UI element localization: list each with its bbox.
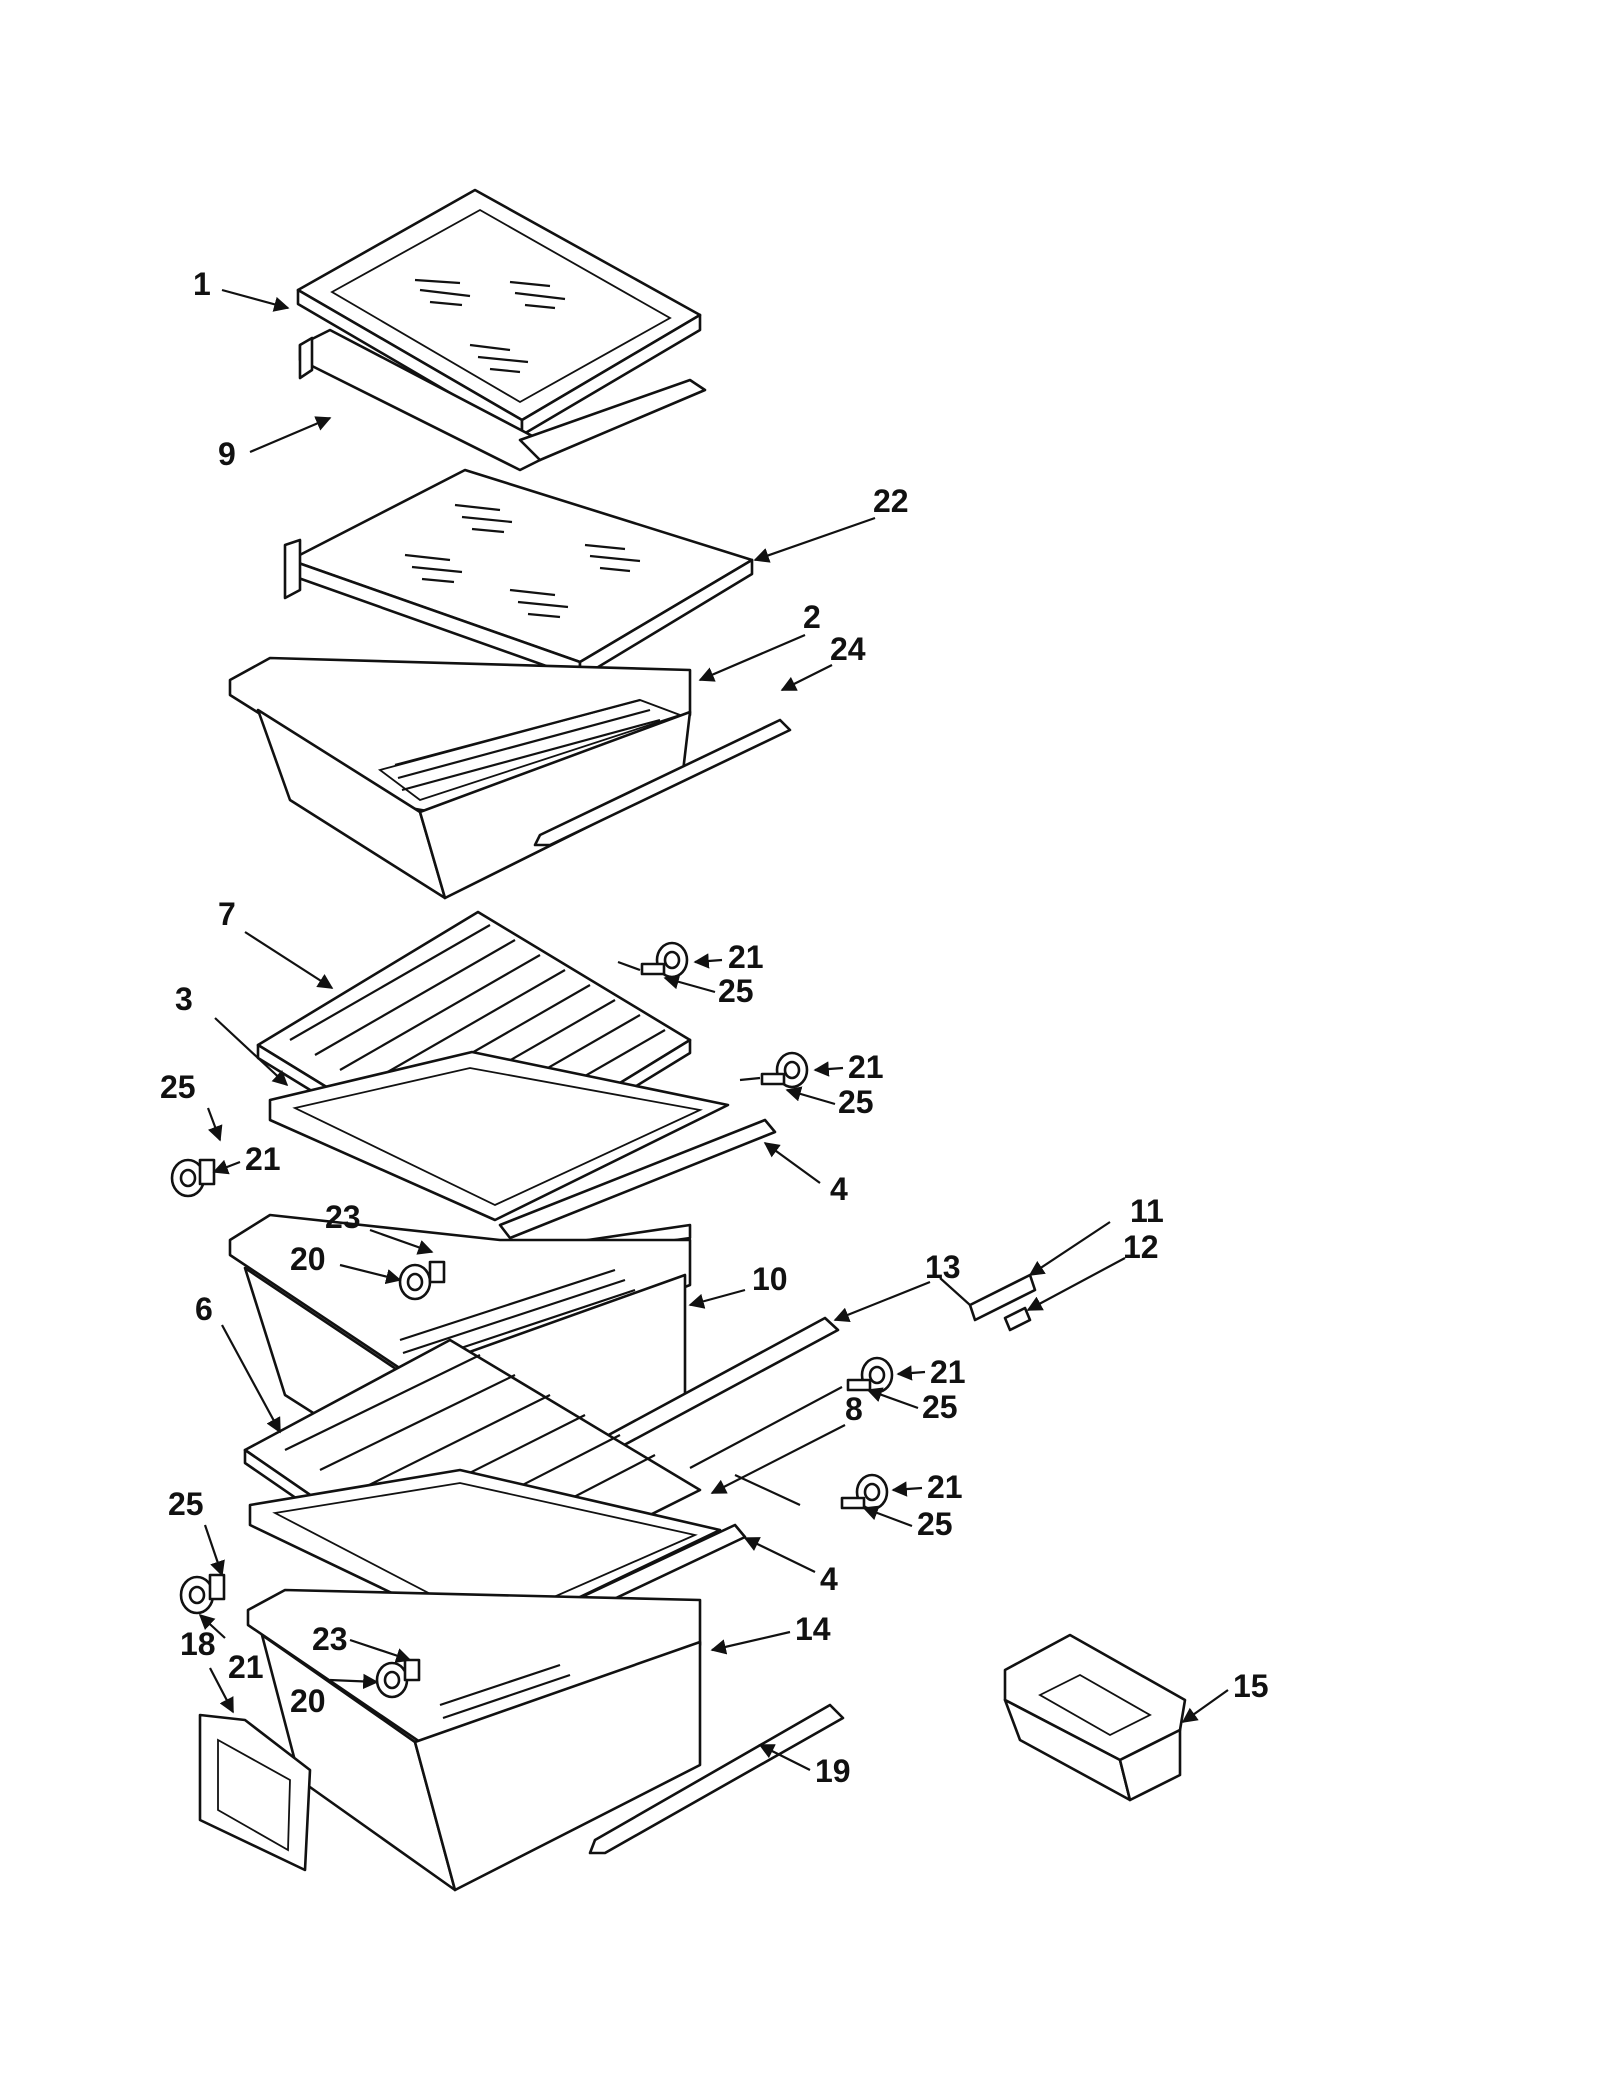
roller-21-bolt-25-upper-right-b: [760, 1051, 809, 1089]
callout-22: 22: [873, 483, 909, 519]
callout-21: 21: [245, 1141, 281, 1177]
callout-1: 1: [193, 266, 211, 302]
part-14-lower-crisper-drawer: [246, 1588, 702, 1892]
part-2-upper-crisper-drawer: [228, 656, 692, 900]
callout-21: 21: [930, 1354, 966, 1390]
callout-15: 15: [1233, 1668, 1269, 1704]
callout-23: 23: [312, 1621, 348, 1657]
callout-19: 19: [815, 1753, 851, 1789]
callout-13: 13: [925, 1249, 961, 1285]
callout-25: 25: [838, 1084, 874, 1120]
part-24-drawer-handle: [533, 718, 792, 847]
roller-21-bolt-25-upper-left: [170, 1158, 216, 1198]
callout-9: 9: [218, 436, 236, 472]
callout-21: 21: [848, 1049, 884, 1085]
callout-24: 24: [830, 631, 866, 667]
callout-10: 10: [752, 1261, 788, 1297]
callout-labels: 1 9 22 2 24 7 21 25 3 21 25 25 21 4 23 2…: [160, 266, 1269, 1789]
roller-20-bolt-23-lower: [375, 1658, 421, 1699]
part-19-drawer-handle: [588, 1703, 845, 1855]
callout-25: 25: [168, 1486, 204, 1522]
callout-25: 25: [160, 1069, 196, 1105]
leader-lines: [198, 288, 1229, 1771]
callout-4: 4: [830, 1171, 848, 1207]
callout-21: 21: [927, 1469, 963, 1505]
callout-20: 20: [290, 1241, 326, 1277]
part-18-label-card: [198, 1713, 312, 1872]
callout-23: 23: [325, 1199, 361, 1235]
roller-21-bolt-25-lower-left: [179, 1573, 226, 1615]
part-12-insert: [1003, 1306, 1032, 1332]
part-9-shelf-frame: [298, 328, 707, 472]
callout-18: 18: [180, 1626, 216, 1662]
callout-21: 21: [728, 939, 764, 975]
part-1-glass-shelf: [296, 188, 702, 437]
part-3-cover-frame: [268, 1050, 730, 1222]
part-22-glass-shelf: [283, 468, 754, 680]
callout-12: 12: [1123, 1229, 1159, 1265]
callout-14: 14: [795, 1611, 831, 1647]
part-15-storage-bin: [1003, 1633, 1187, 1802]
callout-25: 25: [922, 1389, 958, 1425]
roller-20-bolt-23-upper: [398, 1260, 446, 1301]
callout-2: 2: [803, 599, 821, 635]
callout-11: 11: [1130, 1193, 1164, 1229]
roller-21-bolt-25-mid-right-b: [840, 1473, 889, 1511]
callout-4: 4: [820, 1561, 838, 1597]
callout-3: 3: [175, 981, 193, 1017]
part-11-bracket: [968, 1273, 1037, 1322]
callout-6: 6: [195, 1291, 213, 1327]
callout-25: 25: [718, 973, 754, 1009]
callout-21: 21: [228, 1649, 264, 1685]
roller-21-bolt-25-upper-right-a: [640, 941, 689, 979]
roller-21-bolt-25-mid-right-a: [846, 1356, 894, 1394]
callout-7: 7: [218, 896, 236, 932]
callout-8: 8: [845, 1391, 863, 1427]
callout-25: 25: [917, 1506, 953, 1542]
callout-20: 20: [290, 1683, 326, 1719]
